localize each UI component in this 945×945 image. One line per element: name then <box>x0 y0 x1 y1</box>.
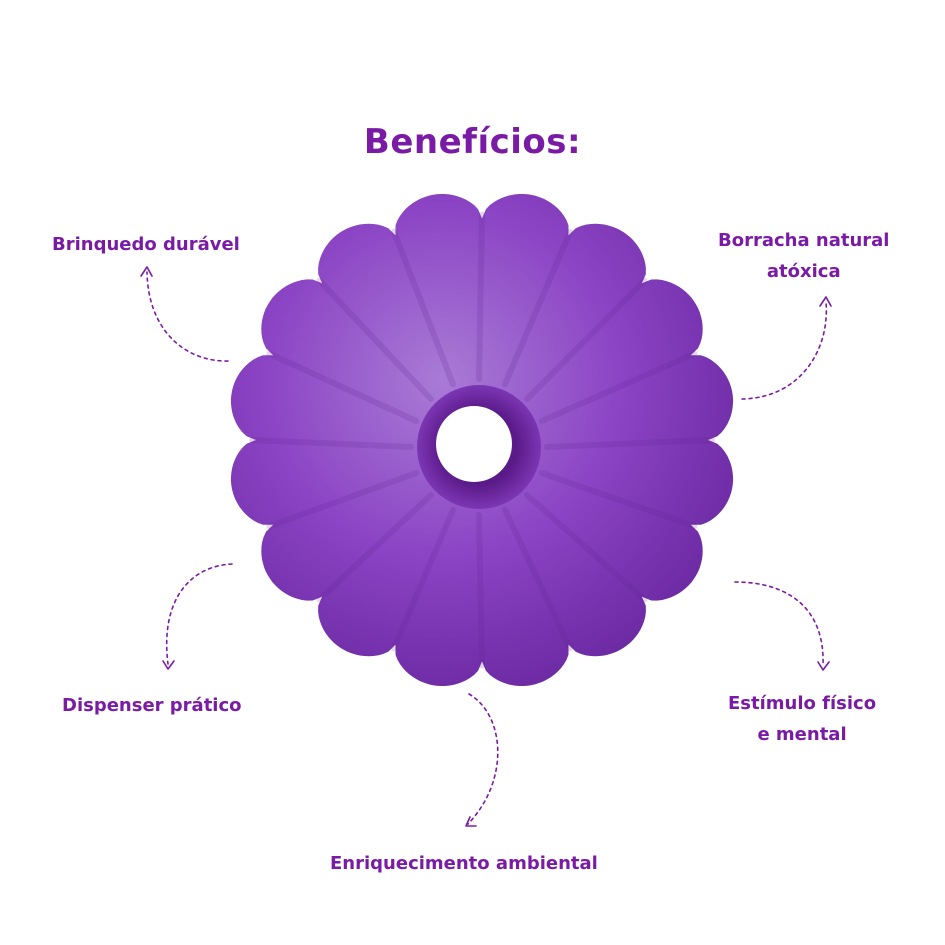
benefit-rubber: Borracha natural atóxica <box>718 225 889 287</box>
toy-ridge <box>249 437 414 450</box>
toy-ridge <box>391 506 456 652</box>
page-title: Benefícios: <box>363 122 582 162</box>
toy-hole <box>436 406 512 482</box>
benefit-dispenser-text: Dispenser prático <box>62 695 242 716</box>
benefit-stimulus: Estímulo físico e mental <box>728 688 876 750</box>
toy-ridge <box>538 470 698 530</box>
toy-ridge <box>266 350 420 424</box>
benefit-stimulus-line1: Estímulo físico <box>728 693 877 714</box>
toy-ridge <box>266 470 420 530</box>
benefit-stimulus-line2: e mental <box>757 724 847 745</box>
toy-ridge <box>476 512 485 669</box>
toy-ridge <box>502 506 573 652</box>
benefit-enrichment: Enriquecimento ambiental <box>330 848 598 879</box>
toy-ridge <box>316 492 434 603</box>
toy-ridge <box>316 277 434 402</box>
benefit-rubber-line2: atóxica <box>766 261 841 282</box>
benefit-dispenser: Dispenser prático <box>62 690 242 721</box>
toy-ridge <box>502 228 573 388</box>
benefit-enrichment-text: Enriquecimento ambiental <box>330 853 598 874</box>
toy-ridge <box>524 277 648 402</box>
benefit-durable-text: Brinquedo durável <box>52 234 240 255</box>
benefit-rubber-line1: Borracha natural <box>718 230 890 251</box>
toy-ridges <box>249 211 715 669</box>
toy-ridge <box>476 211 485 382</box>
toy-ridge <box>391 228 456 388</box>
toy-ridge <box>544 437 715 450</box>
toy-ridge <box>538 350 698 424</box>
toy-ridge <box>524 492 648 603</box>
benefit-durable: Brinquedo durável <box>52 229 240 260</box>
